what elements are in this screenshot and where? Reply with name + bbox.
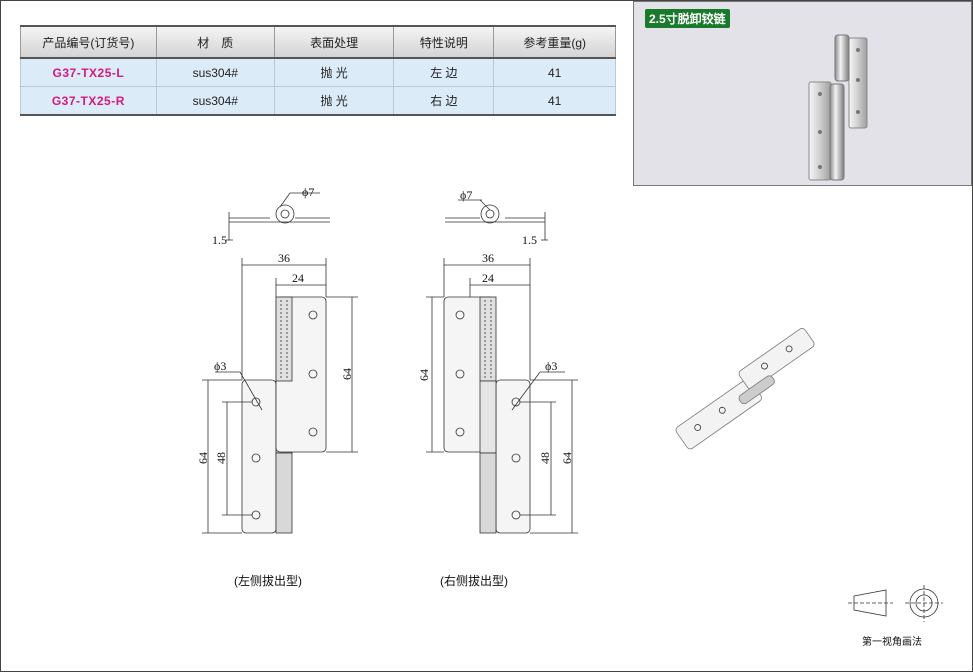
dim-hole-span-left: 48 (214, 452, 228, 464)
table-header-row: 产品编号(订货号) 材 质 表面处理 特性说明 参考重量(g) (20, 25, 616, 59)
col-header-code: 产品编号(订货号) (20, 25, 157, 59)
dim-pin-dia-right: ϕ7 (460, 188, 472, 202)
table-row: G37-TX25-L sus304# 抛 光 左 边 41 (20, 57, 616, 87)
caption-right: (右侧拔出型) (440, 574, 508, 588)
weight: 41 (493, 57, 616, 87)
col-header-feature: 特性说明 (393, 25, 495, 59)
dim-height-upper-right: 64 (417, 369, 431, 381)
dim-height-lower-right: 64 (560, 452, 574, 464)
material: sus304# (155, 86, 275, 116)
material: sus304# (155, 57, 275, 87)
spec-table: 产品编号(订货号) 材 质 表面处理 特性说明 参考重量(g) G37-TX25… (20, 25, 616, 116)
dim-hole-span-right: 48 (538, 452, 552, 464)
photo-badge: 2.5寸脱卸铰链 (645, 9, 730, 28)
weight: 41 (493, 86, 616, 116)
feature: 右 边 (393, 86, 495, 116)
dim-pin-dia-left: ϕ7 (302, 185, 314, 199)
caption-left: (左侧拔出型) (234, 574, 302, 588)
projection-label: 第一视角画法 (862, 637, 922, 648)
dim-thickness-left: 1.5 (212, 233, 227, 247)
dim-width-leaf-left: 24 (292, 271, 304, 285)
dim-hole-dia-right: ϕ3 (545, 359, 557, 373)
dim-height-upper-left: 64 (340, 368, 354, 380)
dim-width-total-right: 36 (482, 251, 494, 265)
product-code: G37-TX25-L (20, 57, 157, 87)
dim-height-lower-left: 64 (196, 452, 210, 464)
hinge-photo (808, 34, 868, 181)
col-header-material: 材 质 (155, 25, 275, 59)
dim-width-leaf-right: 24 (482, 271, 494, 285)
table-row: G37-TX25-R sus304# 抛 光 右 边 41 (20, 86, 616, 116)
finish: 抛 光 (273, 86, 395, 116)
dim-thickness-right: 1.5 (522, 233, 537, 247)
product-photo-box: 2.5寸脱卸铰链 (633, 1, 972, 186)
dim-width-total-left: 36 (278, 251, 290, 265)
col-header-weight: 参考重量(g) (493, 25, 616, 59)
dim-hole-dia-left: ϕ3 (214, 359, 226, 373)
